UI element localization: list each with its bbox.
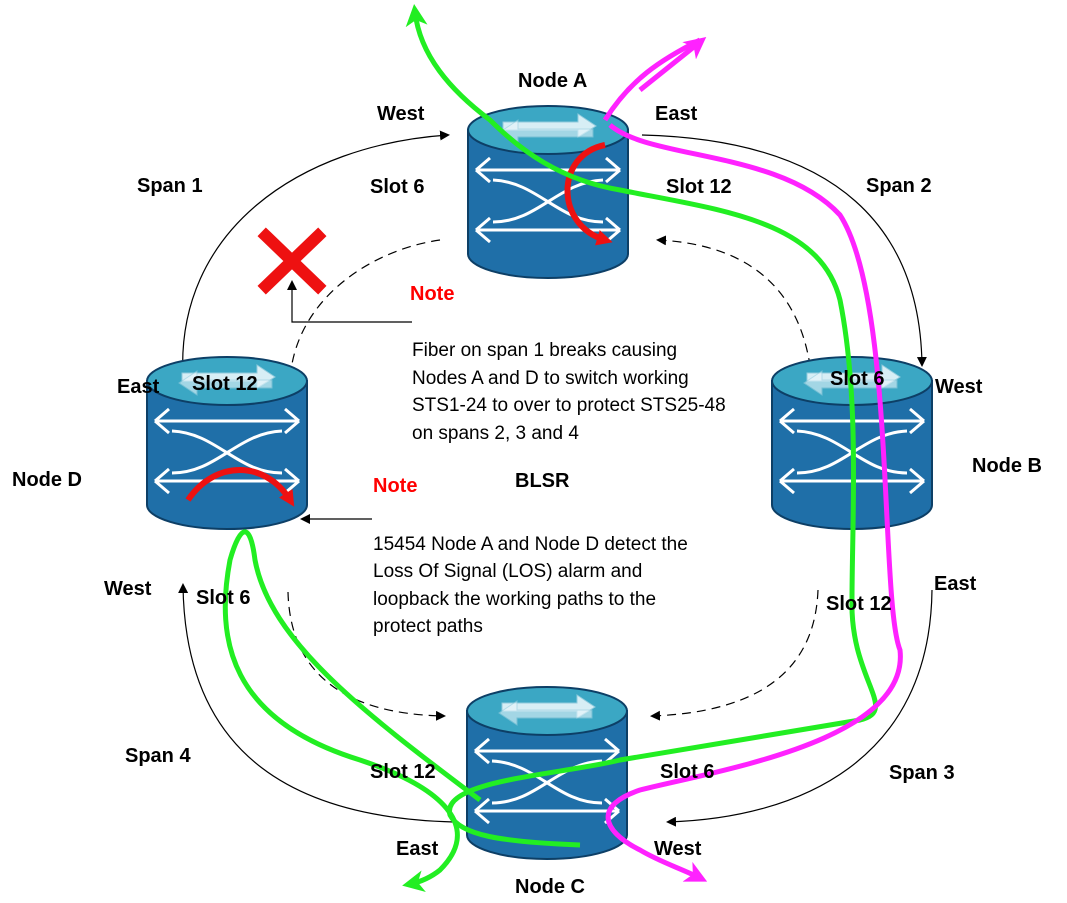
- x-mark-icon: [257, 227, 327, 295]
- magenta-exit-arrow: [638, 37, 707, 92]
- node-b-west: West: [935, 376, 983, 398]
- los-note-heading: Note: [373, 475, 417, 497]
- node-d-label: Node D: [12, 469, 82, 491]
- protect-span-1: [285, 239, 441, 382]
- working-span-1: [182, 130, 450, 379]
- green-path-loop: [222, 529, 482, 893]
- loopback-a-arc: [564, 142, 613, 246]
- node-b-east: East: [934, 573, 977, 595]
- node-d-slot-bottom: Slot 6: [196, 587, 250, 609]
- working-ring: [178, 130, 933, 827]
- fault-note-heading: Note: [410, 283, 454, 305]
- los-note-line-4: protect paths: [373, 616, 483, 637]
- protect-span-3: [650, 589, 819, 721]
- fault-note-line-3: STS1-24 to over to protect STS25-48: [412, 395, 726, 416]
- node-d-slot-top: Slot 12: [192, 373, 258, 395]
- protect-span-4: [287, 591, 446, 721]
- los-note-line-3: loopback the working paths to the: [373, 589, 656, 610]
- node-b-slot-bottom: Slot 12: [826, 593, 892, 615]
- working-span-3: [666, 589, 933, 827]
- node-b-label: Node B: [972, 455, 1042, 477]
- node-d-west: West: [104, 578, 152, 600]
- node-a-west: West: [377, 103, 425, 125]
- node-d-east: East: [117, 376, 160, 398]
- fault-note-line-4: on spans 2, 3 and 4: [412, 423, 579, 444]
- node-c-west: West: [654, 838, 702, 860]
- protect-span-2: [656, 235, 813, 383]
- los-note-line-1: 15454 Node A and Node D detect the: [373, 534, 688, 555]
- node-a-east: East: [655, 103, 698, 125]
- span-4-label: Span 4: [125, 745, 191, 767]
- ring-type-label: BLSR: [515, 470, 570, 492]
- node-c-label: Node C: [515, 876, 585, 898]
- working-span-4: [178, 583, 455, 823]
- working-span-2: [641, 134, 927, 367]
- node-a-slot-right: Slot 12: [666, 176, 732, 198]
- node-b-slot-top: Slot 6: [830, 368, 884, 390]
- node-a-label: Node A: [518, 70, 587, 92]
- node-c-east: East: [396, 838, 439, 860]
- span-3-label: Span 3: [889, 762, 955, 784]
- node-a-router-icon: [466, 104, 630, 280]
- protect-ring: [285, 235, 819, 721]
- node-c-slot-right: Slot 6: [660, 761, 714, 783]
- node-c-slot-left: Slot 12: [370, 761, 436, 783]
- fault-note-line-1: Fiber on span 1 breaks causing: [412, 340, 677, 361]
- los-note-line-2: Loss Of Signal (LOS) alarm and: [373, 561, 642, 582]
- fault-callout-line: [287, 280, 412, 323]
- loopback-d-arc: [185, 467, 295, 507]
- node-a-slot-left: Slot 6: [370, 176, 424, 198]
- span-1-label: Span 1: [137, 175, 203, 197]
- fault-note-line-2: Nodes A and D to switch working: [412, 368, 689, 389]
- span-2-label: Span 2: [866, 175, 932, 197]
